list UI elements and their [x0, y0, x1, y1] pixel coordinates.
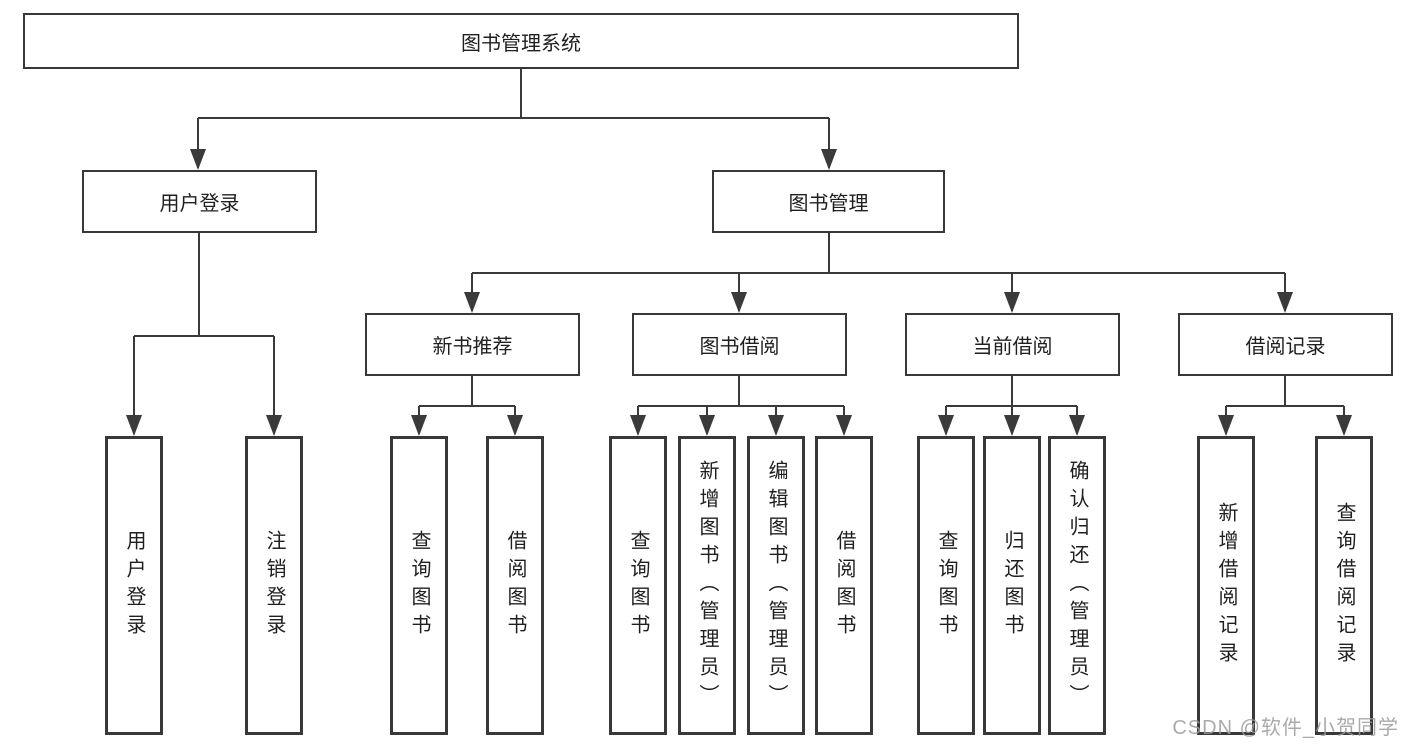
node-new-book-recommend: 新书推荐	[365, 313, 580, 376]
leaf-borrow-book: 借阅图书	[815, 436, 873, 735]
node-book-borrow: 图书借阅	[632, 313, 847, 376]
leaf-logout: 注销登录	[245, 436, 303, 735]
node-current-borrow: 当前借阅	[905, 313, 1120, 376]
leaf-user-login: 用户登录	[105, 436, 163, 735]
leaf-query-book-recommend: 查询图书	[390, 436, 448, 735]
leaf-borrow-book-recommend: 借阅图书	[486, 436, 544, 735]
node-borrow-record: 借阅记录	[1178, 313, 1393, 376]
leaf-edit-book-admin: 编辑图书（管理员）	[747, 436, 805, 735]
leaf-return-book: 归还图书	[983, 436, 1041, 735]
leaf-query-book-current: 查询图书	[917, 436, 975, 735]
leaf-query-book-borrow: 查询图书	[609, 436, 667, 735]
node-user-login: 用户登录	[82, 170, 317, 233]
csdn-watermark: CSDN @软件_小贺同学	[1172, 717, 1399, 739]
node-library-system: 图书管理系统	[23, 13, 1019, 69]
leaf-add-book-admin: 新增图书（管理员）	[678, 436, 736, 735]
leaf-query-borrow-record: 查询借阅记录	[1315, 436, 1373, 735]
leaf-add-borrow-record: 新增借阅记录	[1197, 436, 1255, 735]
node-book-management: 图书管理	[712, 170, 945, 233]
leaf-confirm-return-admin: 确认归还（管理员）	[1048, 436, 1106, 735]
